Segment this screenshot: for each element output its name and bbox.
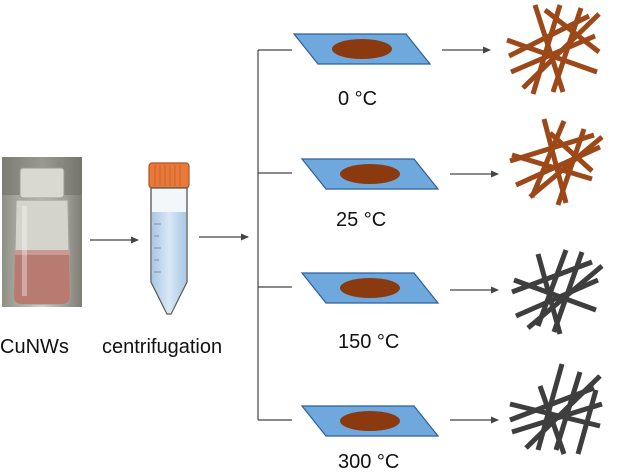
nanowire-2-5 [511, 259, 593, 295]
nanowire-3-7 [575, 389, 599, 455]
tube-label: centrifugation [102, 336, 223, 358]
condition-row-2 [300, 249, 604, 335]
vial-label: CuNWs [0, 336, 69, 358]
nanowire-3-6 [524, 374, 602, 450]
condition-row-3 [300, 363, 603, 455]
branch-bracket [257, 49, 292, 421]
nanowire-2-6 [526, 264, 604, 330]
tube-liquid [152, 212, 186, 313]
condition-row-1 [300, 118, 604, 206]
nanowire-film-0 [332, 39, 392, 59]
temp-label-3: 300 °C [338, 451, 400, 473]
temp-label-2: 150 °C [338, 331, 400, 353]
temp-label-1: 25 °C [336, 209, 387, 231]
nanowire-0-7 [543, 8, 601, 54]
nanowire-0-6 [521, 12, 601, 90]
nanowire-1-3 [529, 120, 567, 198]
nanowire-0-5 [507, 13, 591, 59]
nanowire-cluster-2 [511, 249, 604, 335]
nanowire-2-1 [514, 277, 600, 319]
nanowire-3-4 [553, 371, 583, 451]
nanowire-film-2 [340, 278, 400, 298]
nanowire-cluster-3 [509, 363, 603, 455]
nanowire-film-3 [340, 411, 400, 431]
nanowire-film-1 [340, 164, 400, 184]
nanowire-cluster-0 [506, 4, 601, 95]
vial-photo [2, 157, 82, 307]
nanowire-1-7 [548, 131, 594, 173]
centrifuge-tube [148, 162, 190, 315]
nanowire-1-5 [509, 132, 595, 164]
condition-row-0 [292, 4, 601, 95]
nanowire-1-6 [528, 135, 604, 199]
temp-label-0: 0 °C [338, 88, 378, 110]
nanowire-cluster-1 [509, 118, 604, 206]
vial-liquid [14, 252, 70, 304]
